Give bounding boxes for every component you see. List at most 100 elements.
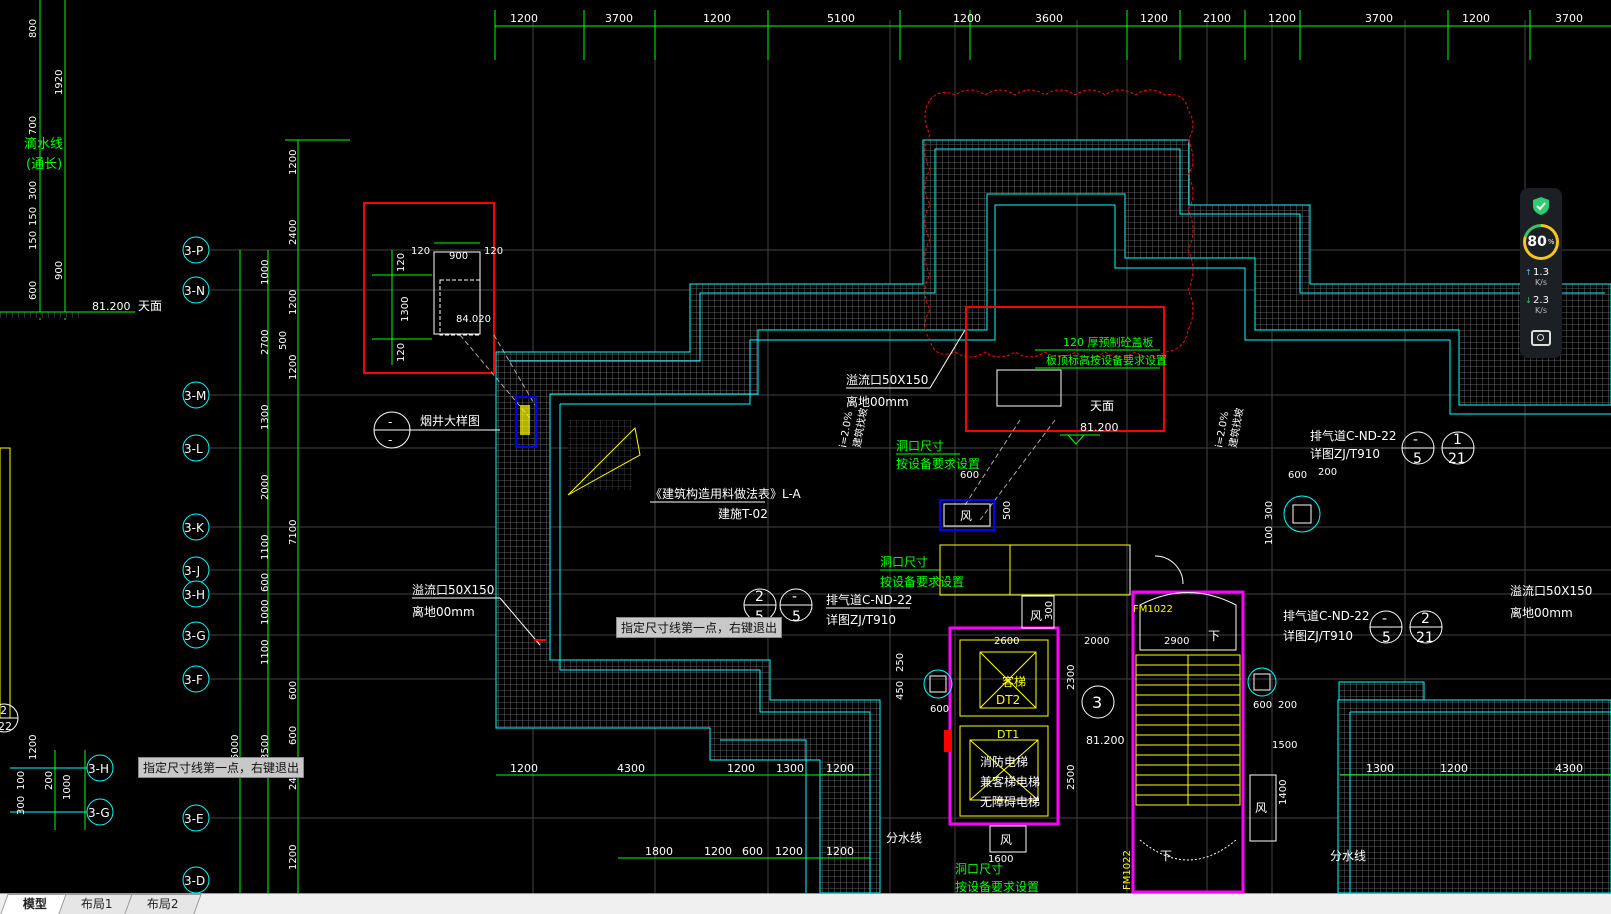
dim-top: 1200 bbox=[1462, 12, 1490, 25]
roof-elev-2: 81.200 bbox=[1080, 421, 1119, 434]
down-arrow-icon: ↓ bbox=[1525, 296, 1532, 305]
overflow-note-2: 溢流口50X150 bbox=[412, 583, 494, 597]
num-3: 3 bbox=[1092, 693, 1102, 712]
svg-text:1: 1 bbox=[1453, 432, 1462, 448]
axis-bubble: 3-L bbox=[182, 434, 210, 462]
svg-text:3-G: 3-G bbox=[88, 806, 110, 820]
svg-text:200: 200 bbox=[1278, 700, 1297, 711]
svg-text:1200: 1200 bbox=[727, 762, 755, 775]
dim-left: 700 bbox=[28, 116, 39, 135]
dim-axis: 600 bbox=[288, 726, 299, 745]
elevator-1-label: 客梯 bbox=[1002, 674, 1026, 689]
svg-text:5: 5 bbox=[1382, 630, 1391, 646]
svg-text:1800: 1800 bbox=[645, 845, 673, 858]
dim-axis: 1000 bbox=[260, 600, 271, 625]
shield-icon bbox=[1533, 197, 1549, 215]
camera-icon[interactable] bbox=[1531, 330, 1551, 346]
svg-text:2: 2 bbox=[755, 589, 764, 605]
cad-drawing-canvas[interactable]: 1200 3700 1200 5100 1200 3600 1200 2100 … bbox=[0, 0, 1611, 893]
svg-text:1200: 1200 bbox=[704, 845, 732, 858]
dim-axis: 2400 bbox=[288, 220, 299, 245]
svg-text:450: 450 bbox=[895, 681, 906, 700]
dim-axis: 3500 bbox=[260, 735, 271, 760]
stair-down-label: 下 bbox=[1208, 629, 1220, 643]
svg-text:2: 2 bbox=[0, 704, 7, 717]
detail-w: 900 bbox=[449, 251, 468, 262]
top-dimension-texts: 1200 3700 1200 5100 1200 3600 1200 2100 … bbox=[510, 12, 1583, 25]
axis-column-dimensions: 1200 2400 1200 500 1200 1300 2000 7100 1… bbox=[230, 139, 350, 893]
bottom-dimension-line: 1200 4300 1200 1300 1200 1800 1200 600 1… bbox=[496, 762, 1611, 859]
svg-text:22: 22 bbox=[0, 720, 12, 733]
svg-text:1200: 1200 bbox=[826, 762, 854, 775]
axis-bubble: 3-J bbox=[182, 556, 210, 584]
dim-top: 3700 bbox=[1555, 12, 1583, 25]
axis-bubble: 3-F bbox=[182, 665, 210, 693]
dim-left: 150 bbox=[28, 207, 39, 226]
svg-text:-: - bbox=[1413, 432, 1418, 448]
dim-left: 1920 bbox=[54, 70, 65, 95]
detail-mark-left: 2 22 bbox=[0, 703, 19, 733]
up-arrow-icon: ↑ bbox=[1525, 268, 1532, 277]
svg-text:600: 600 bbox=[1288, 470, 1307, 481]
svg-text:3-G: 3-G bbox=[184, 629, 206, 643]
svg-text:600: 600 bbox=[1253, 700, 1272, 711]
svg-text:-: - bbox=[1382, 611, 1387, 627]
detail-elev: 84.020 bbox=[456, 314, 491, 325]
svg-text:3-E: 3-E bbox=[184, 812, 204, 826]
hole-note-2: 洞口尺寸 bbox=[880, 555, 928, 569]
water-div-note-2: 分水线 bbox=[1330, 849, 1366, 863]
dim-axis: 1300 bbox=[260, 405, 271, 430]
svg-text:1200: 1200 bbox=[1440, 762, 1468, 775]
svg-text:3-L: 3-L bbox=[184, 442, 203, 456]
door-label-2: FM1022 bbox=[1122, 850, 1133, 890]
exhaust-note-1b: 详图ZJ/T910 bbox=[826, 612, 896, 627]
hole-note-3: 洞口尺寸 bbox=[955, 862, 1003, 876]
elev-left: 81.200 bbox=[92, 300, 131, 313]
svg-text:200: 200 bbox=[44, 771, 55, 790]
drip-line-note-sub: (通长) bbox=[26, 157, 62, 172]
roof-label-left: 天面 bbox=[138, 299, 162, 313]
svg-text:600: 600 bbox=[930, 704, 949, 715]
dim-axis: 500 bbox=[278, 331, 289, 350]
exhaust-note-2b: 详图ZJ/T910 bbox=[1310, 446, 1380, 461]
svg-text:3-N: 3-N bbox=[184, 284, 205, 298]
svg-text:2000: 2000 bbox=[1084, 636, 1109, 647]
roof-elev-3: 81.200 bbox=[1086, 734, 1125, 747]
stair-down-label-2: 下 bbox=[1160, 849, 1172, 863]
tab-layout1[interactable]: 布局1 bbox=[58, 894, 136, 914]
dim-axis: 2000 bbox=[260, 475, 271, 500]
dim-axis: 1200 bbox=[288, 150, 299, 175]
water-div-note: 分水线 bbox=[886, 831, 922, 845]
top-dimension-line bbox=[494, 10, 1611, 60]
dim-axis: 600 bbox=[288, 681, 299, 700]
svg-text:1400: 1400 bbox=[1278, 780, 1289, 805]
svg-text:-: - bbox=[792, 589, 797, 605]
dim-top: 3700 bbox=[1365, 12, 1393, 25]
command-tooltip: 指定尺寸线第一点，右键退出 bbox=[616, 617, 783, 638]
detail-h3: 120 bbox=[396, 343, 407, 362]
elevator-2-id: DT1 bbox=[997, 728, 1019, 741]
svg-text:4300: 4300 bbox=[617, 762, 645, 775]
cover-plate-note-b: 板顶标高按设备要求设置 bbox=[1046, 353, 1167, 367]
svg-text:2: 2 bbox=[1421, 611, 1430, 627]
dim-top: 1200 bbox=[1268, 12, 1296, 25]
svg-text:1200: 1200 bbox=[510, 762, 538, 775]
std-ref-note-b: 建施T-02 bbox=[718, 507, 768, 521]
svg-text:1200: 1200 bbox=[826, 845, 854, 858]
core-area: 客梯 DT2 DT1 消防电梯 兼客梯电梯 无障碍电梯 下 下 FM1022 F… bbox=[939, 544, 1245, 893]
svg-text:3-M: 3-M bbox=[184, 389, 206, 403]
chimney-detail-note: 烟井大样图 bbox=[420, 413, 480, 428]
revision-cloud bbox=[924, 89, 1194, 358]
leader-lines bbox=[459, 334, 1056, 521]
svg-text:300: 300 bbox=[1044, 601, 1055, 620]
tab-layout2[interactable]: 布局2 bbox=[124, 894, 201, 914]
dim-axis: 1100 bbox=[260, 640, 271, 665]
svg-text:3-P: 3-P bbox=[184, 244, 203, 258]
detail-s1: 120 bbox=[411, 246, 430, 257]
dim-axis-2: 1000 bbox=[260, 260, 271, 285]
elevator-2-label-c: 无障碍电梯 bbox=[980, 794, 1040, 809]
svg-text:1300: 1300 bbox=[776, 762, 804, 775]
